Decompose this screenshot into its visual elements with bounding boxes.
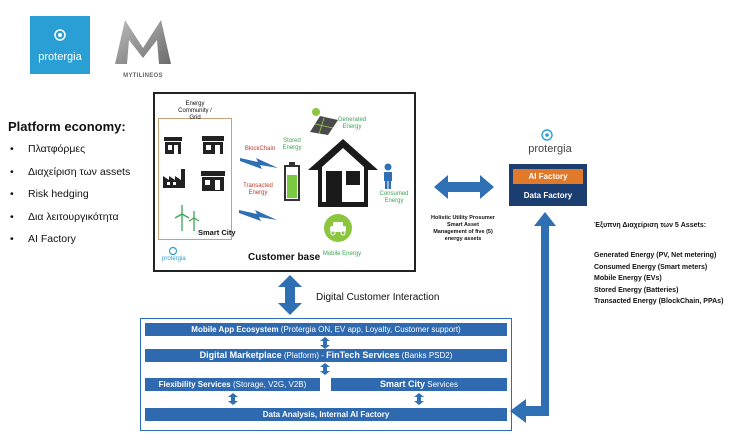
person-icon (384, 163, 392, 189)
platform-economy-list: Πλατφόρμες Διαχείριση των assets Risk he… (10, 138, 130, 251)
energy-community-label: Energy Community / Grid (178, 101, 212, 121)
consumed-energy-label: Consumed Energy (379, 191, 409, 204)
protergia-logo-text: protergia (38, 51, 82, 63)
electric-car-icon (324, 214, 352, 242)
shop-icon (164, 137, 182, 154)
house-icon (308, 139, 378, 207)
small-double-arrow-icon (320, 363, 330, 375)
mobile-app-detail: (Protergia ON, EV app, Loyalty, Customer… (278, 325, 461, 334)
protergia-ai-logo-text: protergia (528, 143, 572, 155)
protergia-emblem-icon (54, 29, 66, 41)
stored-energy-label: Stored Energy (282, 138, 302, 151)
battery-icon (284, 162, 300, 201)
list-item: Transacted Energy (BlockChain, PPAs) (594, 298, 724, 305)
smart-city-services-detail: Services (425, 380, 458, 389)
list-item: Δια λειτουργικότητα (10, 206, 130, 229)
protergia-emblem-icon (541, 129, 553, 141)
fintech-label: FinTech Services (326, 350, 400, 360)
data-analysis-label: Data Analysis, Internal AI Factory (262, 410, 390, 419)
smart-city-services-label: Smart City (380, 379, 426, 389)
flexibility-services-bar: Flexibility Services (Storage, V2G, V2B) (145, 378, 320, 391)
data-analysis-bar: Data Analysis, Internal AI Factory (145, 408, 507, 421)
data-factory-label: Data Factory (513, 188, 583, 203)
list-item: Stored Energy (Batteries) (594, 286, 679, 294)
small-double-arrow-icon (414, 393, 424, 405)
small-double-arrow-icon (320, 337, 330, 349)
digital-customer-interaction-label: Digital Customer Interaction (316, 292, 440, 303)
assets-list: Generated Energy (PV, Net metering) Cons… (594, 250, 723, 308)
lightning-arrow-icon (240, 158, 278, 169)
small-double-arrow-icon (228, 393, 238, 405)
protergia-emblem-icon (168, 246, 178, 256)
building-icon (201, 171, 225, 191)
protergia-logo: protergia (30, 16, 90, 74)
list-item: Consumed Energy (Smart meters) (594, 263, 708, 271)
list-item: Mobile Energy (EVs) (594, 275, 662, 282)
double-arrow-vertical-icon (278, 275, 302, 315)
transacted-energy-label: Transacted Energy (243, 183, 273, 196)
mytilineos-m-icon (115, 20, 171, 64)
list-item: Πλατφόρμες (10, 138, 130, 161)
mytilineos-logo: MYTILINEOS (110, 18, 176, 82)
factory-icon (163, 169, 185, 188)
marketplace-label: Digital Marketplace (199, 350, 282, 360)
mytilineos-logo-text: MYTILINEOS (123, 73, 163, 79)
holistic-utility-text: Holistic Utility Prosumer Smart Asset Ma… (431, 215, 495, 242)
flexibility-label: Flexibility Services (158, 380, 231, 389)
smart-city-services-bar: Smart City Services (331, 378, 507, 391)
list-item: Διαχείριση των assets (10, 161, 130, 184)
ai-factory-label: AI Factory (513, 169, 583, 184)
wind-turbines-icon (174, 205, 200, 231)
list-item: Risk hedging (10, 183, 130, 206)
list-item: Generated Energy (PV, Net metering) (594, 252, 717, 259)
solar-panel-icon (310, 108, 338, 135)
smart-assets-title: Έξυπνη Διαχείριση των 5 Assets: (594, 222, 707, 229)
customer-base-box (153, 92, 416, 272)
customer-base-label: Customer base (248, 252, 321, 263)
fintech-detail: (Banks PSD2) (399, 351, 453, 360)
mobile-energy-label: Mobile Energy (322, 251, 362, 257)
generated-energy-label: Generated Energy (337, 117, 367, 130)
platform-economy-title: Platform economy: (8, 119, 126, 134)
marketplace-detail: (Platform) - (281, 351, 327, 360)
protergia-small-logo-text: protergia (162, 256, 186, 262)
flexibility-detail: (Storage, V2G, V2B) (230, 380, 307, 389)
list-item: AI Factory (10, 228, 130, 251)
lightning-arrow-icon (239, 210, 277, 221)
return-arrow-icon (510, 212, 556, 423)
mobile-app-ecosystem-bar: Mobile App Ecosystem (Protergia ON, EV a… (145, 323, 507, 336)
double-arrow-horizontal-icon (434, 175, 494, 199)
store-icon (202, 136, 224, 154)
smart-city-label: Smart City (198, 228, 236, 237)
services-box (140, 318, 512, 431)
energy-community-box (158, 118, 232, 240)
blockchain-label: BlockChain (244, 146, 276, 152)
mobile-app-label: Mobile App Ecosystem (191, 325, 279, 334)
digital-marketplace-bar: Digital Marketplace (Platform) - FinTech… (145, 349, 507, 362)
